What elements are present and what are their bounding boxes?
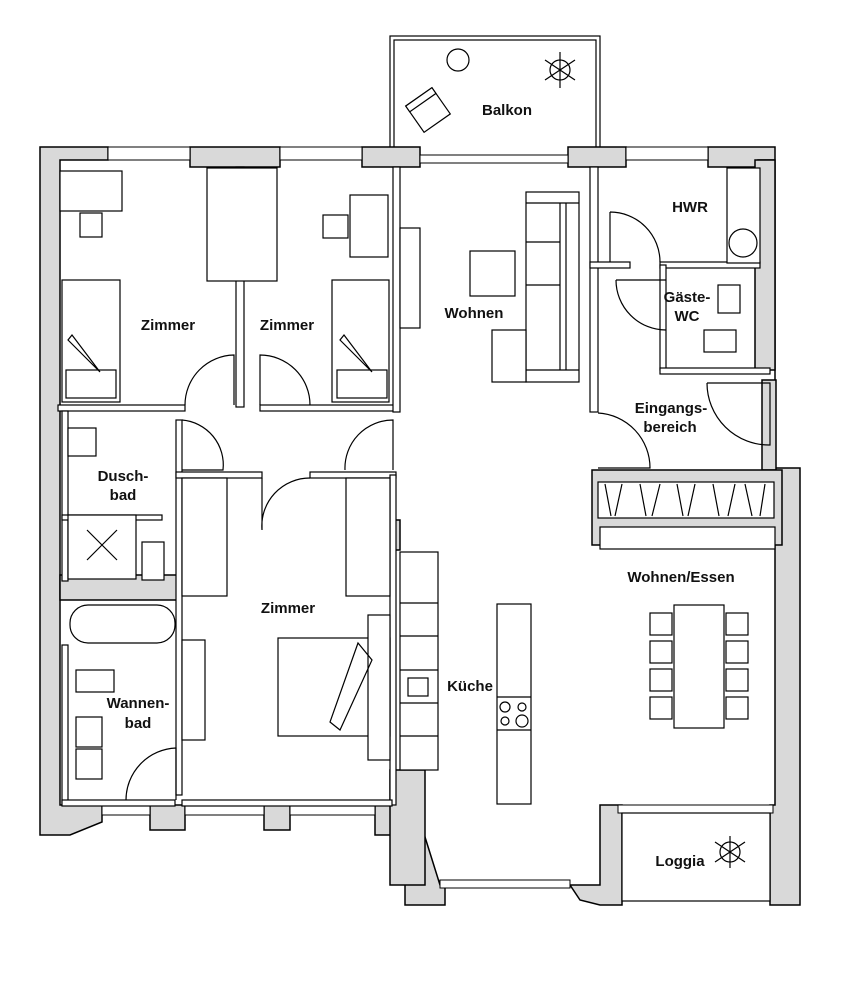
room-label-wannenbad-1: Wannen-	[107, 695, 170, 712]
room-label-hwr: HWR	[672, 199, 708, 216]
room-label-loggia: Loggia	[655, 853, 705, 870]
room-label-gaeste-wc-1: Gäste-	[664, 289, 711, 306]
room-label-eingang-2: bereich	[643, 419, 696, 436]
room-label-wannenbad-2: bad	[125, 715, 152, 732]
room-label-wohnen-essen: Wohnen/Essen	[627, 569, 734, 586]
doors	[125, 211, 771, 801]
room-labels: Balkon Zimmer Zimmer Wohnen HWR Gäste- W…	[98, 102, 735, 870]
room-label-kueche: Küche	[447, 678, 493, 695]
plant-icon	[544, 52, 576, 88]
windows	[101, 146, 774, 889]
furniture	[59, 167, 775, 902]
room-label-duschbad-2: bad	[110, 487, 137, 504]
room-label-gaeste-wc-2: WC	[675, 308, 700, 325]
room-label-duschbad-1: Dusch-	[98, 468, 149, 485]
room-label-zimmer-1: Zimmer	[141, 317, 195, 334]
room-label-balkon: Balkon	[482, 102, 532, 119]
interior-walls	[57, 166, 776, 807]
armchair	[404, 86, 452, 134]
room-label-zimmer-3: Zimmer	[261, 600, 315, 617]
room-label-wohnen: Wohnen	[445, 305, 504, 322]
room-label-eingang-1: Eingangs-	[635, 400, 708, 417]
balcony	[389, 35, 601, 161]
plant-icon	[714, 836, 746, 868]
wardrobe	[597, 481, 775, 519]
room-label-zimmer-2: Zimmer	[260, 317, 314, 334]
